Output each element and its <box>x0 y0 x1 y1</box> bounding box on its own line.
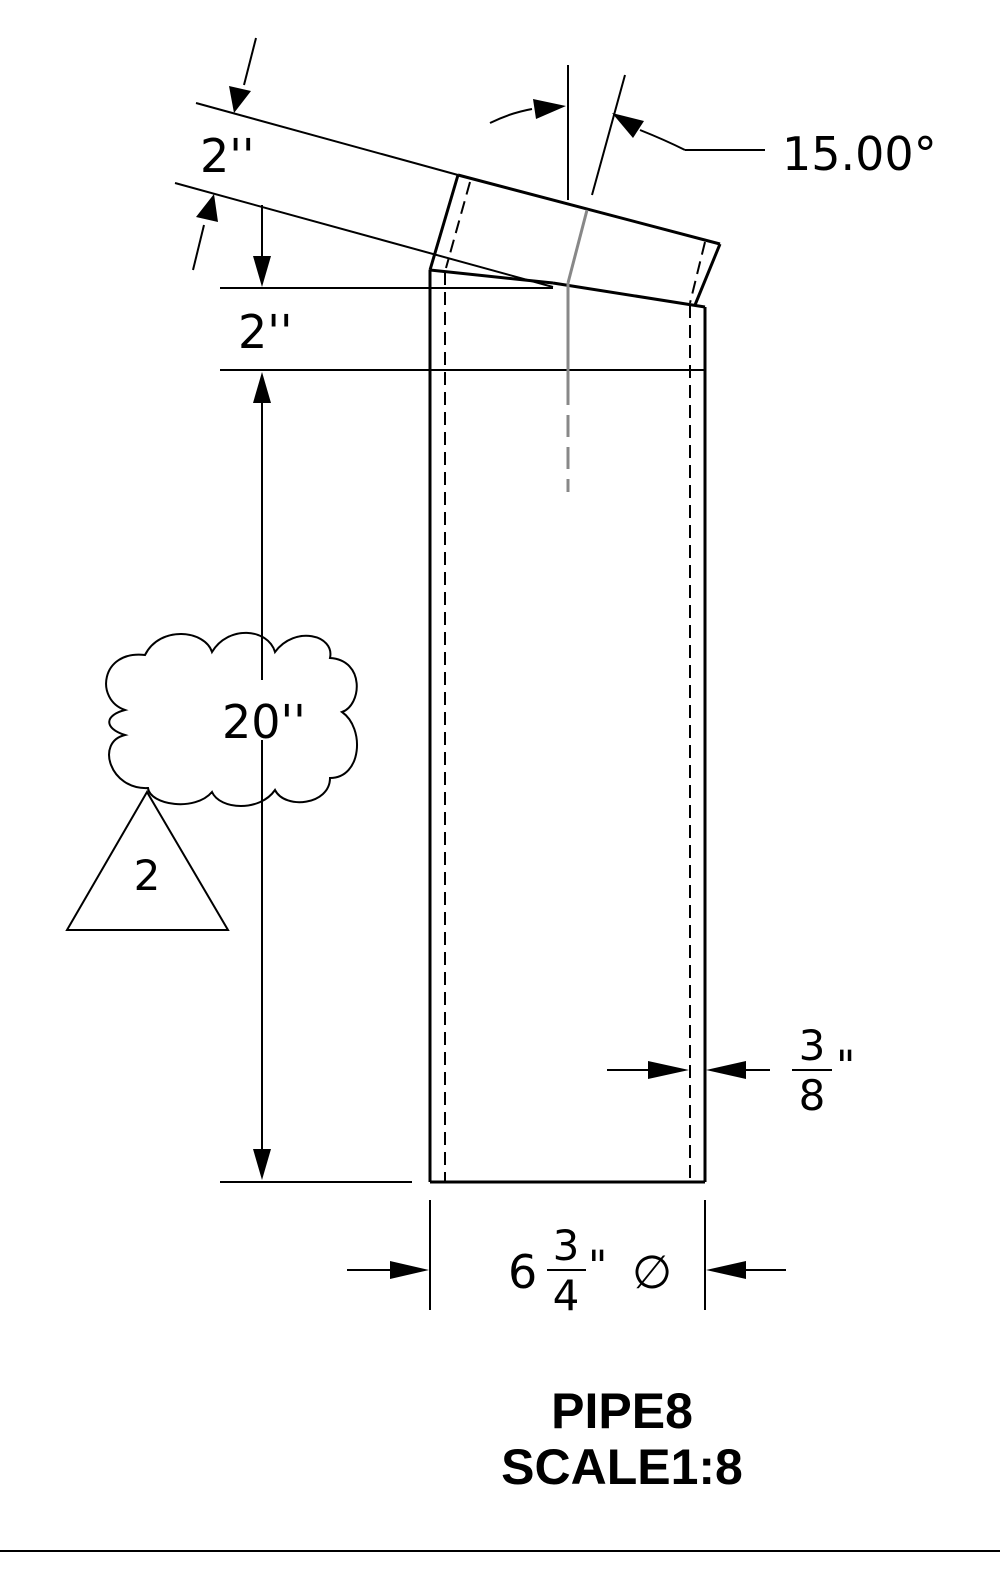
dim-angle: 15.00° <box>489 65 937 200</box>
arrowhead <box>390 1261 429 1279</box>
dim-angled-wall: 2'' <box>174 37 554 288</box>
diameter-unit: " <box>588 1241 607 1290</box>
wall-fraction-denominator: 8 <box>799 1071 826 1120</box>
height-label: 20'' <box>222 695 306 749</box>
part-name: PIPE8 <box>551 1383 693 1439</box>
dim-diameter: 6 3 4 " ∅ <box>347 1200 786 1320</box>
wall-fraction-numerator: 3 <box>799 1021 826 1070</box>
scale-label: SCALE1:8 <box>501 1439 743 1495</box>
cut-rise-label: 2'' <box>238 305 293 359</box>
arrowhead <box>196 194 218 222</box>
revision-number: 2 <box>134 851 161 900</box>
revision-triangle: 2 <box>65 790 230 931</box>
arrowhead <box>253 372 271 403</box>
arrowhead <box>533 99 566 119</box>
dim-cut-rise: 2'' <box>220 205 553 371</box>
arrowhead <box>229 86 251 113</box>
diameter-numerator: 3 <box>553 1221 580 1270</box>
arrowhead <box>648 1061 689 1079</box>
pipe-body <box>428 270 707 1184</box>
arrowhead <box>253 1149 271 1180</box>
arrowhead <box>706 1061 746 1079</box>
diameter-symbol: ∅ <box>632 1245 672 1299</box>
angle-label: 15.00° <box>782 127 937 181</box>
title-block: PIPE8 SCALE1:8 <box>501 1383 743 1495</box>
arrowhead <box>253 256 271 287</box>
arrowhead <box>706 1261 746 1279</box>
revision-cloud: 20'' <box>105 631 358 807</box>
dim-wall-thickness: 3 8 " <box>607 1021 855 1120</box>
arrowhead <box>612 113 644 138</box>
centerlines <box>566 209 589 492</box>
angled-wall-label: 2'' <box>200 129 255 183</box>
wall-fraction-unit: " <box>836 1041 855 1090</box>
dim-height <box>220 372 412 1183</box>
diameter-denominator: 4 <box>553 1271 580 1320</box>
diameter-whole: 6 <box>508 1245 537 1299</box>
